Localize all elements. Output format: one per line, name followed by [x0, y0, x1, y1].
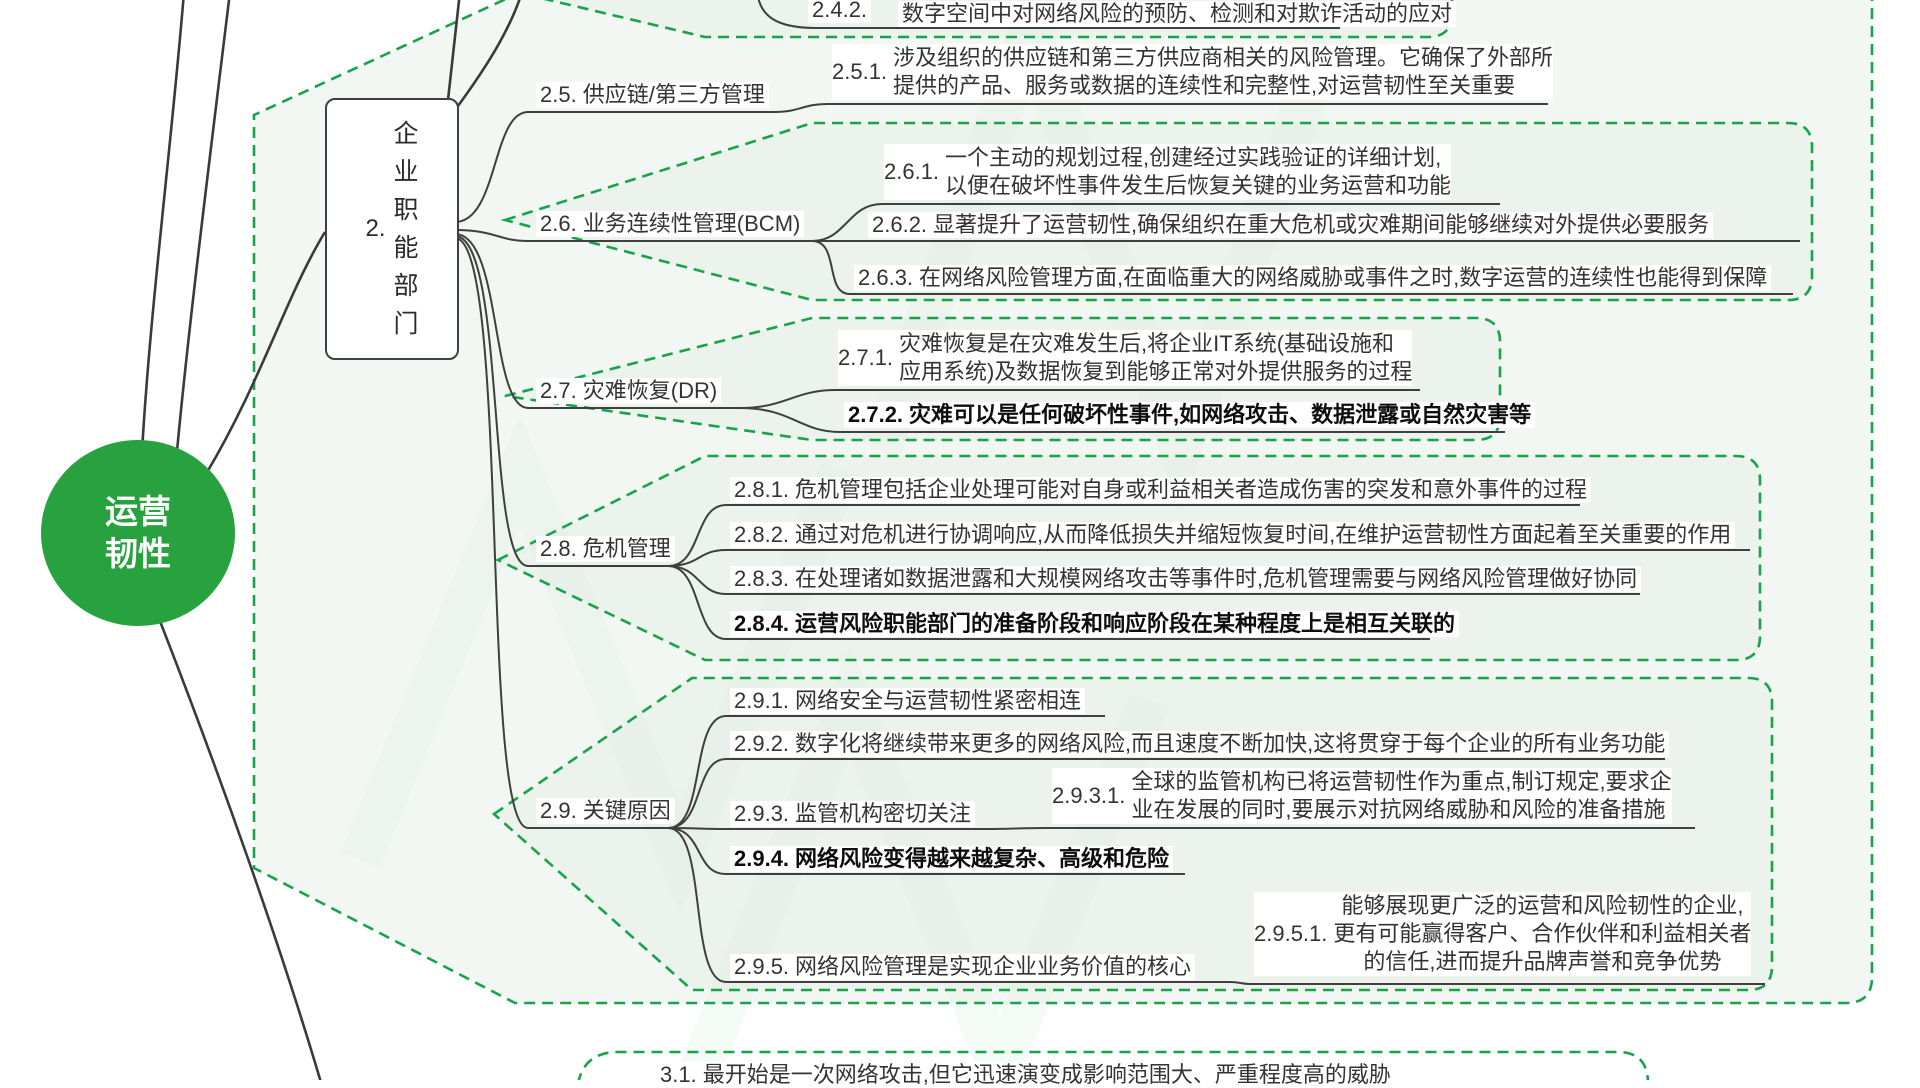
node-2-7-1[interactable]: 2.7.1. 灾难恢复是在灾难发生后,将企业IT系统(基础设施和 应用系统)及数…	[838, 330, 1413, 386]
node-2-9-5[interactable]: 2.9.5.网络风险管理是实现企业业务价值的核心	[730, 954, 1196, 980]
node-2-5-1[interactable]: 2.5.1. 涉及组织的供应链和第三方供应商相关的风险管理。它确保了外部所 提供…	[832, 44, 1554, 100]
connector-s28	[454, 235, 529, 567]
connector-c2931	[984, 827, 1049, 830]
node-2-9-1[interactable]: 2.9.1.网络安全与运营韧性紧密相连	[730, 688, 1086, 714]
branch-2-number: 2.	[365, 215, 386, 242]
connector-c2951	[1229, 981, 1251, 985]
node-3-1[interactable]: 3.1.最开始是一次网络攻击,但它迅速演变成影响范围大、严重程度高的威胁	[656, 1062, 1395, 1088]
connector-s26	[454, 229, 529, 242]
node-2-8-1[interactable]: 2.8.1.危机管理包括企业处理可能对自身或利益相关者造成伤害的突发和意外事件的…	[730, 477, 1592, 503]
node-2-8-3[interactable]: 2.8.3.在处理诸如数据泄露和大规模网络攻击等事件时,危机管理需要与网络风险管…	[730, 566, 1642, 592]
branch-2-label: 企 业 职 能 部 门	[393, 120, 419, 338]
boundary-2-6[interactable]	[500, 121, 1814, 302]
section-2-8-topic[interactable]: 2.8. 危机管理	[536, 536, 675, 562]
connector-c242	[757, 0, 1340, 29]
node-2-8-2[interactable]: 2.8.2.通过对危机进行协调响应,从而降低损失并缩短恢复时间,在维护运营韧性方…	[730, 522, 1736, 548]
connector-s27	[454, 233, 529, 409]
connector-branch2-up-1	[446, 0, 461, 101]
node-2-5-1-label: 2.5.1.	[832, 59, 888, 84]
connector-c295	[667, 827, 727, 983]
boundary-3[interactable]	[577, 1050, 1650, 1080]
node-2-6-1[interactable]: 2.6.1. 一个主动的规划过程,创建经过实践验证的详细计划, 以便在破坏性事件…	[884, 144, 1452, 200]
connector-root-up-2	[174, 0, 231, 463]
connector-c261	[811, 203, 883, 242]
node-2-6-3[interactable]: 2.6.3.在网络风险管理方面,在面临重大的网络威胁或事件之时,数字运营的连续性…	[854, 265, 1772, 291]
node-2-9-2[interactable]: 2.9.2.数字化将继续带来更多的网络风险,而且速度不断加快,这将贯穿于每个企业…	[730, 731, 1670, 757]
node-2-9-3-1[interactable]: 2.9.3.1. 全球的监管机构已将运营韧性作为重点,制订规定,要求企 业在发展…	[1052, 768, 1672, 824]
node-2-9-5-1-label: 2.9.5.1.	[1254, 921, 1328, 946]
node-2-8-4[interactable]: 2.8.4.运营风险职能部门的准备阶段和响应阶段在某种程度上是相互关联的	[730, 611, 1460, 637]
node-2-7-1-label: 2.7.1.	[838, 345, 894, 370]
connector-root-down	[156, 615, 322, 1080]
root-topic-line2: 韧性	[105, 535, 171, 572]
branch-2-topic[interactable]: 2. 企 业 职 能 部 门	[325, 98, 459, 360]
connector-c281	[667, 504, 727, 567]
connector-s25	[454, 111, 529, 223]
node-2-7-2[interactable]: 2.7.2.灾难可以是任何破坏性事件,如网络攻击、数据泄露或自然灾害等	[844, 402, 1536, 428]
connector-c294	[667, 827, 727, 875]
connector-c292	[667, 758, 727, 829]
node-2-9-3-1-label: 2.9.3.1.	[1052, 783, 1126, 808]
section-2-6-topic[interactable]: 2.6. 业务连续性管理(BCM)	[536, 211, 805, 237]
connector-s29	[454, 237, 529, 829]
connector-branch2-up-2	[453, 0, 521, 111]
node-2-4-2[interactable]: 数字空间中对网络风险的预防、检测和对欺诈活动的应对	[898, 1, 1457, 27]
root-topic-line1: 运营	[105, 493, 171, 530]
root-topic[interactable]: 运营 韧性	[41, 440, 235, 626]
node-2-4-2-label: 2.4.2.	[808, 0, 872, 23]
connector-c283	[667, 565, 727, 595]
connector-c263	[811, 240, 851, 295]
node-2-9-5-1[interactable]: 2.9.5.1. 能够展现更广泛的运营和风险韧性的企业, 更有可能赢得客户、合作…	[1254, 892, 1752, 976]
section-2-5-topic[interactable]: 2.5. 供应链/第三方管理	[536, 82, 769, 108]
node-2-9-4[interactable]: 2.9.4.网络风险变得越来越复杂、高级和危险	[730, 846, 1174, 872]
boundary-2-8[interactable]	[495, 454, 1762, 662]
connector-c251	[774, 103, 829, 113]
connector-c284	[667, 565, 727, 640]
section-2-9-topic[interactable]: 2.9. 关键原因	[536, 798, 675, 824]
node-2-6-1-label: 2.6.1.	[884, 159, 940, 184]
connector-c271	[739, 389, 837, 409]
connector-root-branch2	[204, 231, 327, 475]
section-2-7-topic[interactable]: 2.7. 灾难恢复(DR)	[536, 378, 722, 404]
connector-c272	[739, 407, 841, 433]
connector-c291	[667, 715, 727, 829]
node-2-6-2[interactable]: 2.6.2.显著提升了运营韧性,确保组织在重大危机或灾难期间能够继续对外提供必要…	[868, 212, 1714, 238]
connector-root-up-1	[140, 0, 185, 453]
node-2-9-3[interactable]: 2.9.3.监管机构密切关注	[730, 801, 976, 827]
connector-c282	[667, 549, 727, 567]
